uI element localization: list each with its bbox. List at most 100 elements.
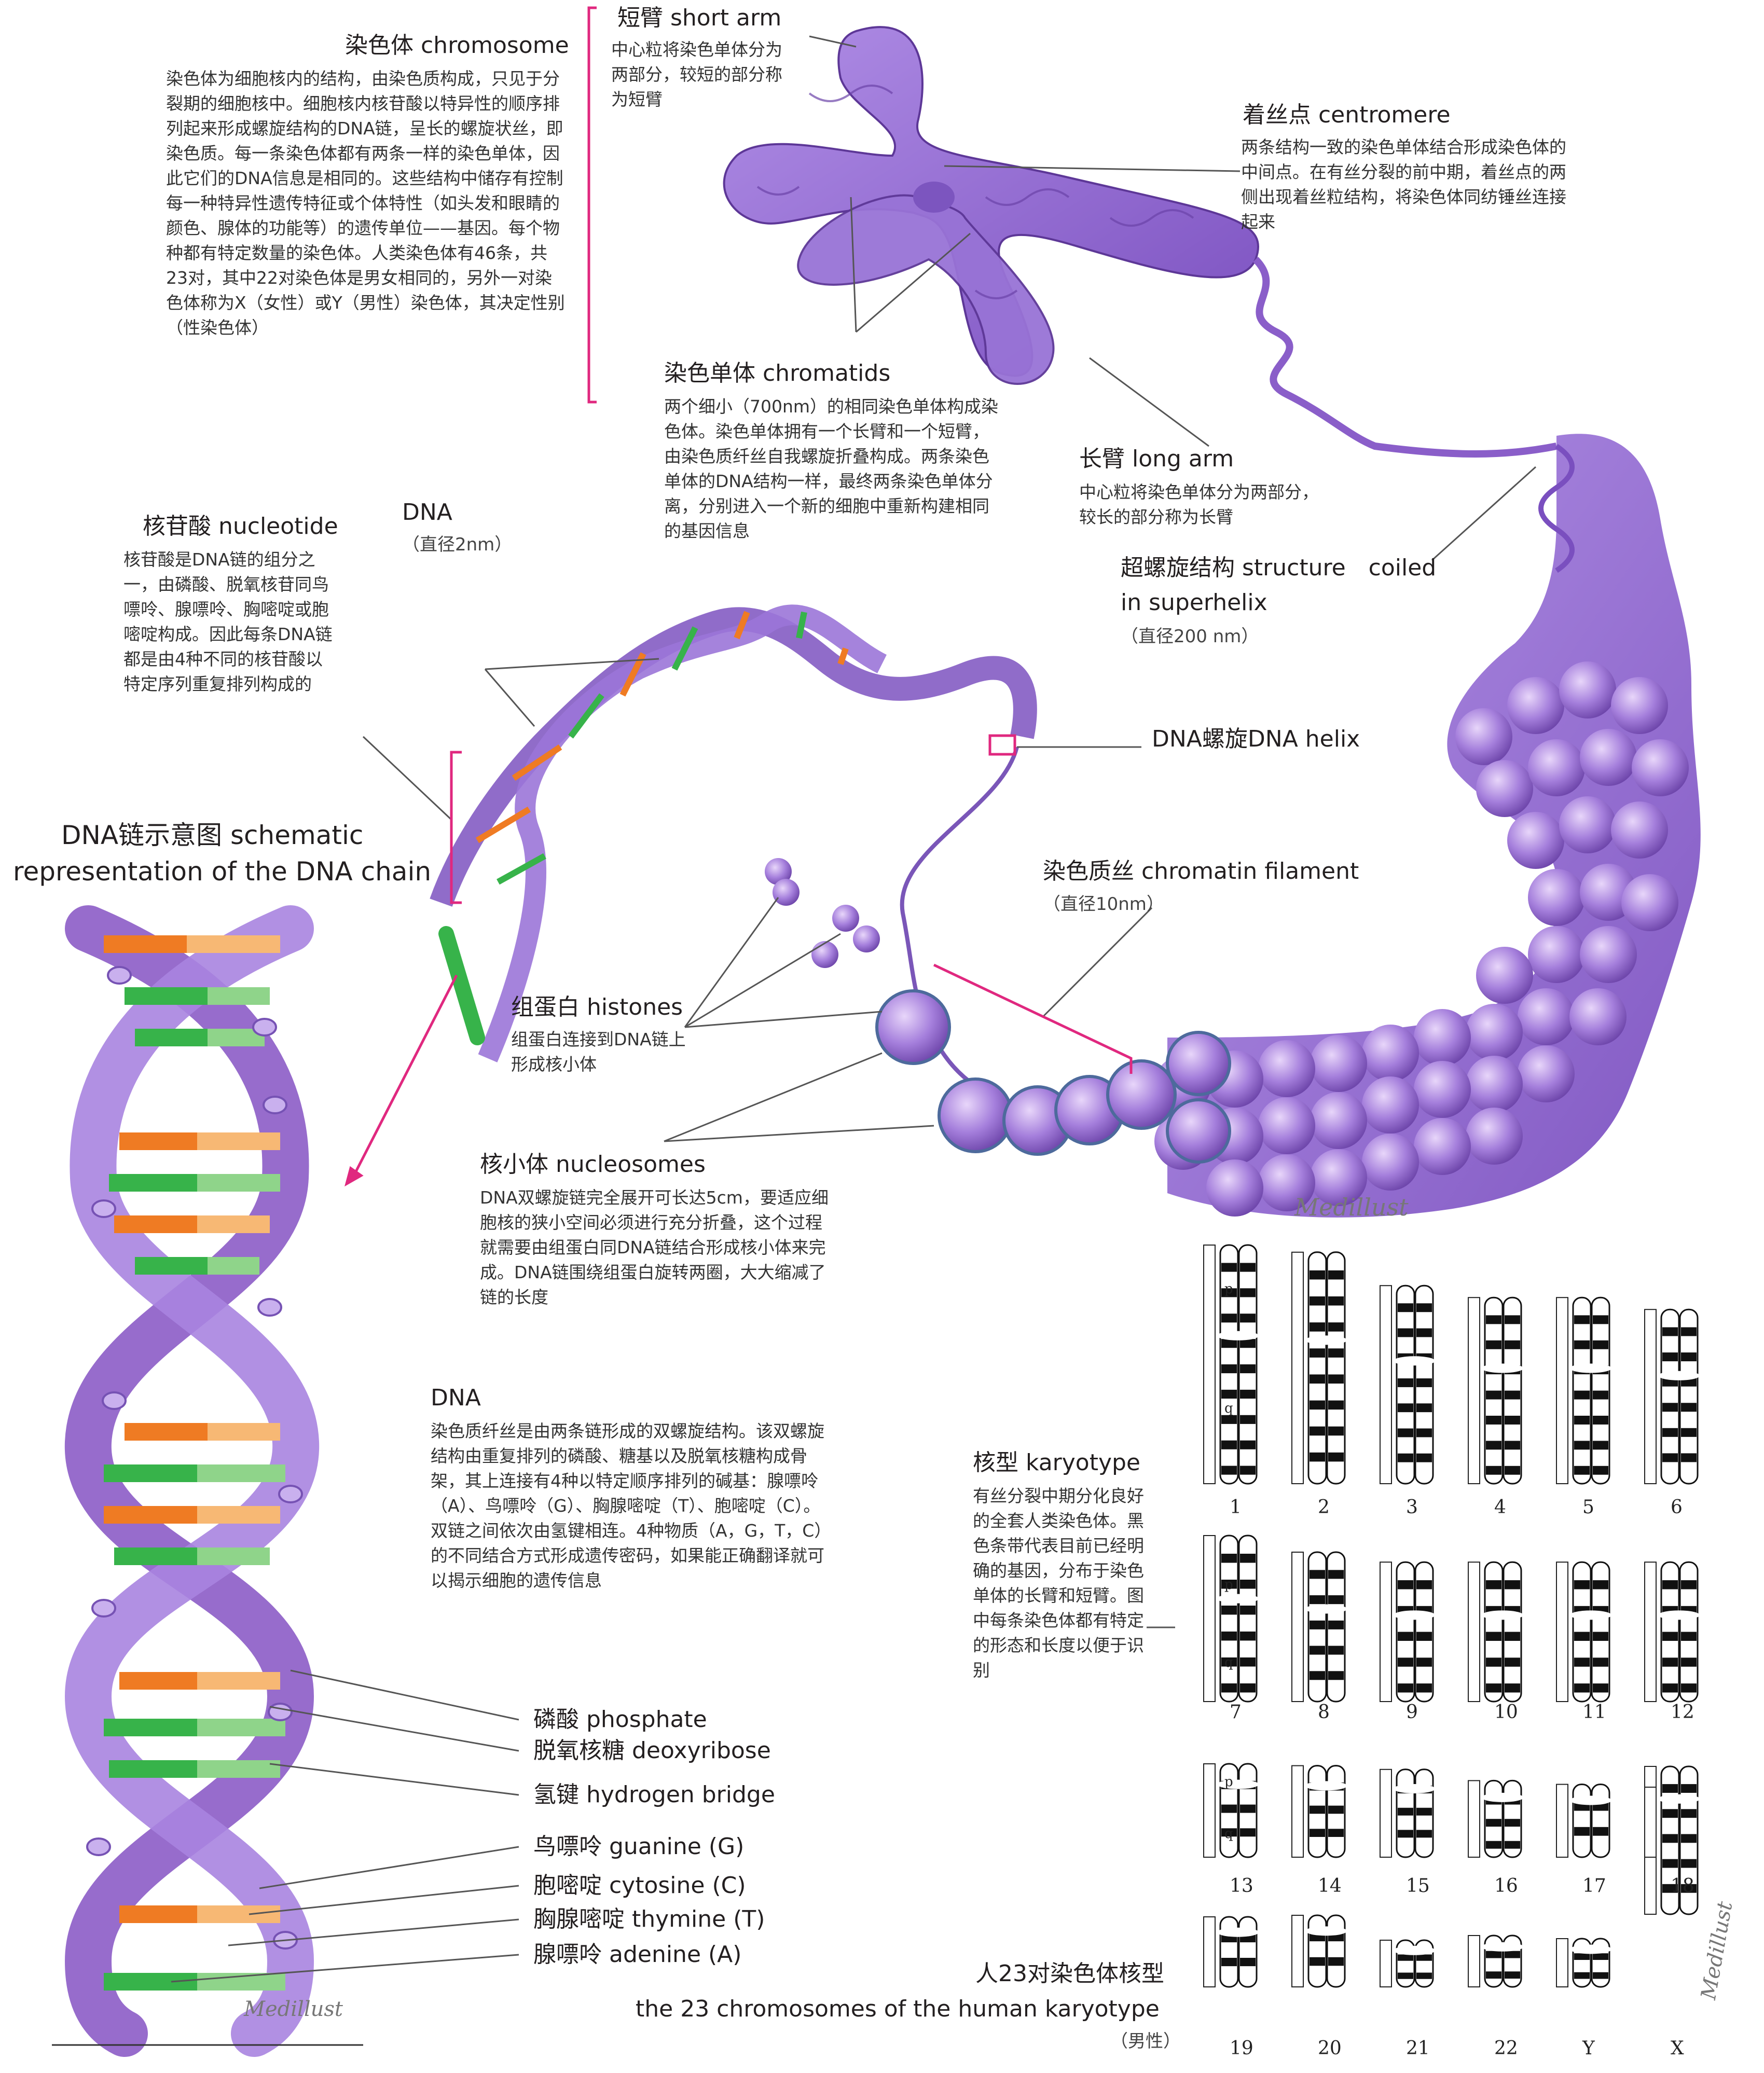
karyotype-caption-en: the 23 chromosomes of the human karyotyp… (636, 1996, 1160, 2022)
watermark-center: Medillust (1294, 1193, 1409, 1221)
nucleosome-chain (765, 747, 1231, 1164)
karyotype-chromosome (1203, 1916, 1259, 1988)
arm-marker: p (1224, 1281, 1233, 1297)
karyotype-chromosome (1291, 1251, 1347, 1485)
karyotype-chromosome (1556, 1296, 1611, 1485)
karyotype-number: 8 (1318, 1702, 1330, 1723)
karyotype-number: 18 (1671, 1875, 1694, 1897)
arm-marker: q (1224, 1826, 1233, 1842)
arm-marker: q (1224, 1401, 1233, 1416)
karyotype-number: 17 (1582, 1875, 1606, 1897)
dna-bracket (450, 751, 462, 904)
karyotype-number: 12 (1671, 1702, 1694, 1723)
karyotype-number: 4 (1494, 1497, 1506, 1518)
karyotype-number: 19 (1230, 2038, 1253, 2059)
karyotype-number: 15 (1406, 1875, 1430, 1897)
karyotype-title: 核型 karyotype (973, 1449, 1140, 1476)
arm-marker: p (1224, 1774, 1233, 1790)
nucleosome (875, 989, 951, 1065)
leader-lines (171, 35, 1537, 1983)
karyotype-chromosome (1380, 1939, 1435, 1988)
karyotype-number: Y (1582, 2038, 1595, 2059)
karyotype-chromosome (1380, 1284, 1435, 1485)
nucleotide-title: 核苷酸 nucleotide (143, 513, 338, 540)
karyotype-number: 22 (1494, 2038, 1518, 2059)
chromatin-title: 染色质丝 chromatin filament (1043, 858, 1359, 885)
nucleosome (1166, 1031, 1231, 1096)
chromosome-title: 染色体 chromosome (345, 32, 569, 59)
nucleosomes-desc: DNA双螺旋链完全展开可长达5cm，要适应细胞核的狭小空间必须进行充分折叠，这个… (480, 1187, 829, 1307)
karyotype-chromosome (1556, 1561, 1611, 1703)
karyotype-number: 20 (1318, 2038, 1342, 2059)
nucleosome (938, 1077, 1013, 1153)
short-arm-title: 短臂 short arm (617, 5, 782, 31)
label-adenine: 腺嘌呤 adenine (A) (533, 1941, 742, 1968)
schematic-title-1: DNA链示意图 schematic (61, 820, 364, 850)
dna-schematic-illustration (64, 905, 320, 2057)
nucleosome (1166, 1098, 1231, 1164)
karyotype-chromosome (1468, 1779, 1523, 1858)
superhelix-structure (1154, 434, 1701, 1218)
chromatin-size: （直径10nm） (1043, 894, 1164, 915)
karyotype-number: 6 (1671, 1497, 1683, 1518)
dna-helix-upper (430, 604, 1037, 1062)
karyotype-chromosome (1644, 1765, 1700, 1915)
long-arm-title: 长臂 long arm (1079, 446, 1234, 472)
karyotype-chromosome (1291, 1551, 1347, 1703)
karyotype-number: 5 (1582, 1497, 1594, 1518)
superhelix-title-1: 超螺旋结构 structure coiled (1121, 555, 1437, 581)
long-arm-desc: 中心粒将染色单体分为两部分，较长的部分称为长臂 (1079, 482, 1319, 527)
karyotype-number: 13 (1230, 1875, 1253, 1897)
schematic-title-2: representation of the DNA chain (13, 856, 432, 887)
dna-top-title: DNA (402, 499, 452, 526)
chromatids-desc: 两个细小（700nm）的相同染色单体构成染色体。染色单体拥有一个长臂和一个短臂，… (664, 396, 999, 541)
chromatin-tail (1252, 257, 1558, 458)
arm-marker: p (1224, 1577, 1233, 1593)
karyotype-number: 10 (1494, 1702, 1518, 1723)
dna-main-title: DNA (431, 1385, 481, 1411)
chromosome-desc: 染色体为细胞核内的结构，由染色质构成，只见于分裂期的细胞核中。细胞核内核苷酸以特… (166, 68, 565, 338)
karyotype-chromosome (1556, 1938, 1611, 1988)
centromere-constriction (913, 182, 955, 213)
karyotype-chromosome (1468, 1561, 1523, 1703)
karyotype-chromosomes (1203, 1244, 1700, 1988)
karyotype-chromosome (1380, 1561, 1435, 1703)
label-cytosine: 胞嘧啶 cytosine (C) (533, 1872, 746, 1899)
karyotype-chromosome (1203, 1535, 1259, 1703)
chromatin-bracket (933, 963, 1133, 1074)
karyotype-chromosome (1644, 1308, 1700, 1485)
label-phosphate: 磷酸 phosphate (533, 1706, 707, 1733)
karyotype-chromosome (1380, 1768, 1435, 1858)
karyotype-number: 1 (1230, 1497, 1242, 1518)
karyotype-number: 2 (1318, 1497, 1330, 1518)
dna-helix-zoom-box (988, 734, 1016, 756)
dna-top-size: （直径2nm） (402, 534, 513, 555)
karyotype-chromosome (1203, 1763, 1259, 1858)
histones-desc: 组蛋白连接到DNA链上形成核小体 (511, 1029, 686, 1074)
nucleosomes-title: 核小体 nucleosomes (480, 1151, 706, 1178)
watermark-dna: Medillust (244, 1997, 343, 2021)
karyotype-number: 16 (1494, 1875, 1518, 1897)
karyotype-chromosome (1468, 1296, 1523, 1485)
karyotype-chromosome (1556, 1784, 1611, 1858)
chromosome-illustration (723, 26, 1259, 385)
karyotype-number: 7 (1230, 1702, 1242, 1723)
dna-helix-title: DNA螺旋DNA helix (1152, 726, 1360, 752)
histones-title: 组蛋白 histones (511, 994, 683, 1020)
centromere-desc: 两条结构一致的染色单体结合形成染色体的中间点。在有丝分裂的前中期，着丝点的两侧出… (1241, 137, 1566, 232)
karyotype-number: 3 (1406, 1497, 1418, 1518)
chromatid-left (797, 194, 1055, 385)
karyotype-number: X (1671, 2038, 1684, 2059)
label-thymine: 胸腺嘧啶 thymine (T) (533, 1906, 765, 1932)
nucleotide-desc: 核苷酸是DNA链的组分之一，由磷酸、脱氧核苷同鸟嘌呤、腺嘌呤、胸嘧啶或胞嘧啶构成… (123, 549, 333, 694)
karyotype-caption-zh: 人23对染色体核型 (975, 1960, 1164, 1987)
chromosome-bracket (587, 6, 597, 404)
label-deoxyribose: 脱氧核糖 deoxyribose (533, 1737, 771, 1764)
label-guanine: 鸟嘌呤 guanine (G) (533, 1833, 745, 1860)
label-hydrogen-bridge: 氢键 hydrogen bridge (533, 1781, 775, 1808)
karyotype-number: 11 (1582, 1702, 1606, 1723)
karyotype-number: 21 (1406, 2038, 1430, 2059)
nucleosome (1106, 1059, 1177, 1130)
superhelix-size: （直径200 nm） (1121, 626, 1259, 647)
